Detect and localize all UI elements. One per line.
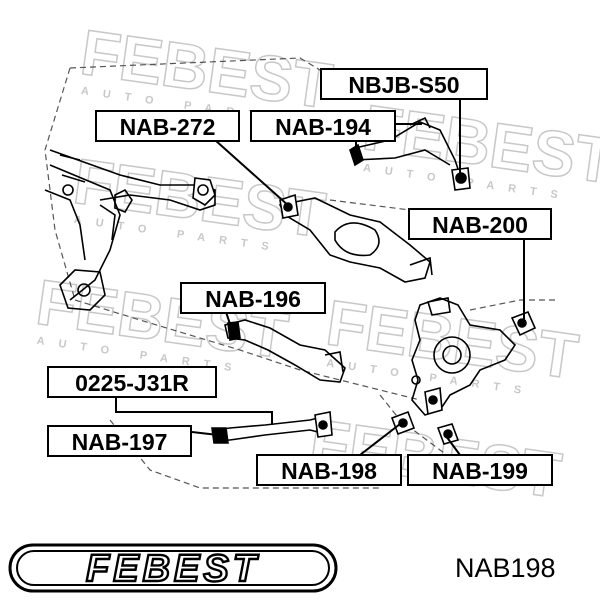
febest-logo: FEBEST bbox=[8, 543, 338, 593]
leader-nab-272 bbox=[214, 139, 291, 208]
part-number: NAB198 bbox=[455, 553, 556, 583]
logo-text: FEBEST bbox=[86, 548, 260, 590]
callout-nab-196: NAB-196 bbox=[180, 282, 326, 314]
leader-nab-199 bbox=[445, 435, 461, 456]
leader-lines bbox=[115, 98, 525, 456]
leader-nab-197 bbox=[191, 431, 219, 436]
bushing-nab-199 bbox=[436, 423, 460, 445]
callout-nab-199: NAB-199 bbox=[407, 454, 553, 486]
callout-nbjb-s50: NBJB-S50 bbox=[320, 68, 488, 100]
leader-nab-198 bbox=[359, 423, 401, 456]
callout-nab-272: NAB-272 bbox=[95, 110, 240, 142]
leader-bracket-0225 bbox=[115, 398, 273, 425]
bushing-nab-198 bbox=[390, 410, 416, 436]
lateral-link bbox=[211, 411, 333, 444]
knuckle bbox=[411, 297, 517, 416]
callout-nab-198: NAB-198 bbox=[256, 454, 402, 486]
leader-nab-196 bbox=[225, 311, 233, 331]
callout-nab-200: NAB-200 bbox=[408, 208, 552, 240]
bushing-nab-200 bbox=[510, 310, 537, 337]
callout-nab-197: NAB-197 bbox=[47, 425, 192, 457]
callout-0225-j31r: 0225-J31R bbox=[47, 366, 217, 398]
callout-nab-194: NAB-194 bbox=[250, 110, 396, 142]
subframe bbox=[44, 149, 216, 311]
